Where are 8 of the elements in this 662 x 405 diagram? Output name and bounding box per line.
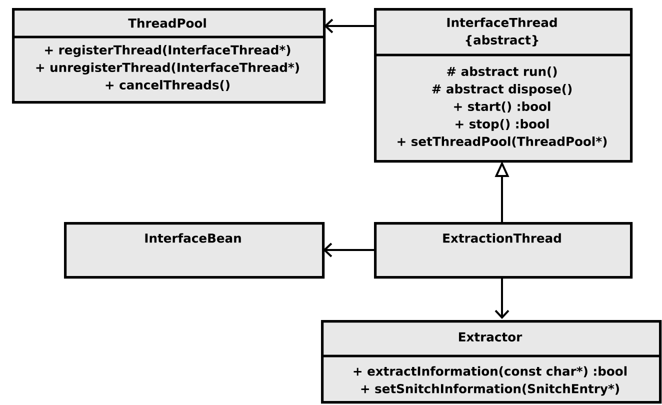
class-box: InterfaceThread {abstract} # abstract run() # abstract dispose() + start() :bool + stop() :bool + setThreadPool(ThreadPool*) <box>374 8 633 163</box>
arrow <box>494 276 510 319</box>
class-box: InterfaceBean <box>64 222 325 279</box>
arrow <box>324 18 374 34</box>
arrow <box>323 242 374 258</box>
class-box: ThreadPool + registerThread(InterfaceThread*) + unregisterThread(InterfaceThread*) + cancelThreads() <box>12 8 326 104</box>
class-box: Extractor + extractInformation(const char*) :bool + setSnitchInformation(SnitchEntry*) <box>321 320 662 404</box>
class-box: ExtractionThread <box>374 222 633 279</box>
